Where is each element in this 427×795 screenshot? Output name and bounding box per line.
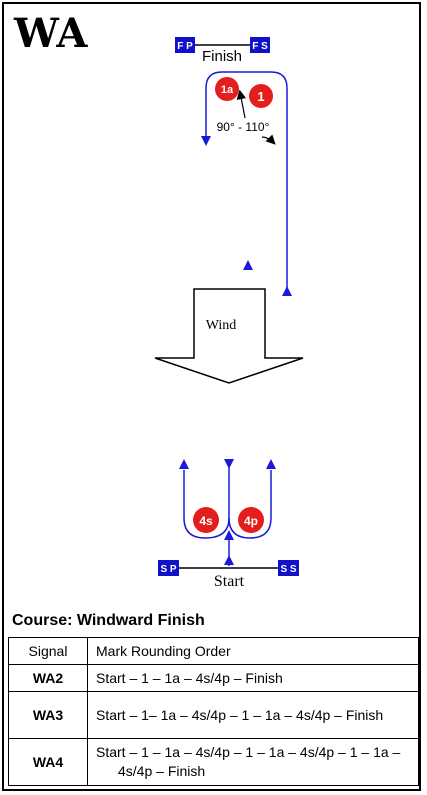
upwind-arrow-right [282,286,292,296]
header-rounding-order: Mark Rounding Order [87,637,419,665]
finish-port-label: F P [177,41,193,52]
windward-loop-path [205,71,288,288]
finish-starboard-label: F S [252,41,268,52]
angle-label: 90° - 110° [217,120,270,134]
order-cell: Start – 1– 1a – 4s/4p – 1 – 1a – 4s/4p –… [87,691,419,739]
angle-arrow-up [236,89,247,119]
svg-text:4s: 4s [199,514,213,528]
gate-loop-right [228,470,272,539]
gate-loop-left [183,460,230,539]
rounding-order-table: Signal Mark Rounding Order WA2 Start – 1… [8,637,419,786]
finish-label: Finish [202,48,242,65]
signal-cell: WA4 [8,738,88,786]
table-row: WA2 Start – 1 – 1a – 4s/4p – Finish [8,664,419,692]
wind-arrow [154,288,304,384]
gate-arrow-left [179,459,189,469]
start-port-flag: S P [158,560,179,576]
start-starboard-flag: S S [278,560,299,576]
mark-1: 1 [249,84,273,108]
table-row: WA3 Start – 1– 1a – 4s/4p – 1 – 1a – 4s/… [8,691,419,739]
start-port-label: S P [160,564,176,575]
gate-arrow-center-down [224,459,234,469]
finish-starboard-flag: F S [250,37,270,53]
downwind-arrow-left [201,136,211,146]
table-header-row: Signal Mark Rounding Order [8,637,419,665]
course-title: Course: Windward Finish [12,612,205,629]
upwind-arrow-center [243,260,253,270]
angle-arrow-right [261,134,276,145]
signal-cell: WA2 [8,664,88,692]
signal-cell: WA3 [8,691,88,739]
svg-text:4p: 4p [244,514,258,528]
mark-4s: 4s [193,507,219,533]
gate-arrow-right [266,459,276,469]
start-arrow-upper [224,530,234,540]
course-diagram: F P F S Finish 1a 1 90° - 110° Wind [154,37,304,590]
mark-1a: 1a [215,77,239,101]
order-cell: Start – 1 – 1a – 4s/4p – 1 – 1a – 4s/4p … [87,738,419,786]
table-row: WA4 Start – 1 – 1a – 4s/4p – 1 – 1a – 4s… [8,738,419,786]
header-signal: Signal [8,637,88,665]
order-cell: Start – 1 – 1a – 4s/4p – Finish [87,664,419,692]
start-arrow-lower [224,555,234,565]
start-starboard-label: S S [280,564,296,575]
start-label: Start [214,573,245,590]
finish-port-flag: F P [175,37,195,53]
svg-text:1: 1 [257,89,264,104]
wind-label: Wind [206,318,237,333]
svg-text:1a: 1a [221,84,234,96]
card-border [2,2,421,791]
course-code-title: WA [14,10,88,57]
mark-4p: 4p [238,507,264,533]
